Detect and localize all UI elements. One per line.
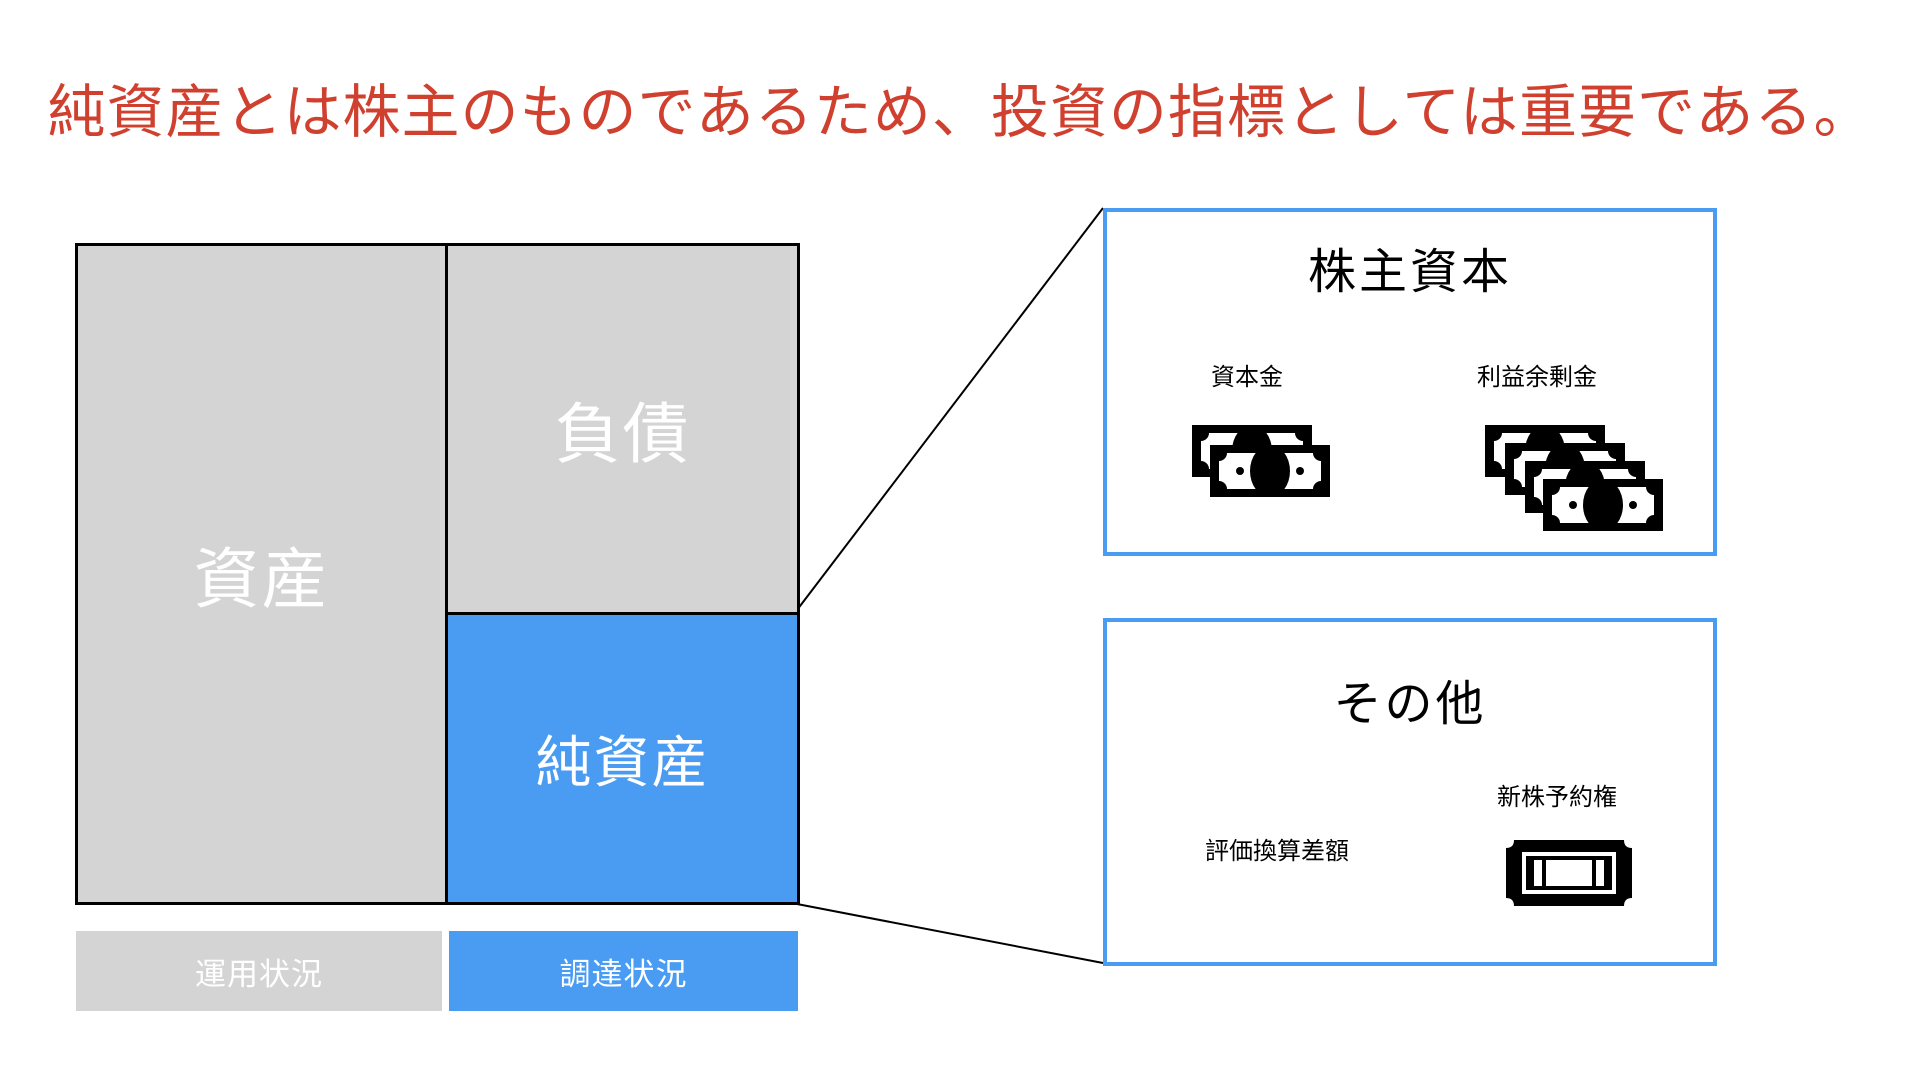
funding-caption-text: 調達状況 — [559, 956, 688, 993]
usage-caption: 運用状況 — [76, 931, 442, 1011]
shareholders-equity-title: 株主資本 — [1307, 244, 1512, 300]
other-panel: その他 評価換算差額 新株予約権 — [1103, 618, 1717, 966]
assets-block: 資産 — [75, 243, 448, 905]
liabilities-label: 負債 — [554, 396, 691, 473]
connector-line-bottom — [796, 903, 1104, 964]
shareholders-equity-panel: 株主資本 資本金 利益余剰金 — [1103, 208, 1717, 556]
capital-stock-label: 資本金 — [1211, 363, 1283, 391]
funding-caption: 調達状況 — [449, 931, 798, 1011]
banknote-stack-icon — [1192, 425, 1330, 497]
ticket-icon — [1506, 840, 1632, 906]
banknote-pile-icon — [1485, 425, 1663, 531]
net-assets-block: 純資産 — [445, 612, 800, 905]
valuation-label: 評価換算差額 — [1205, 837, 1349, 865]
headline: 純資産とは株主のものであるため、投資の指標としては重要である。 — [47, 78, 1873, 146]
liabilities-block: 負債 — [445, 243, 800, 615]
assets-label: 資産 — [193, 541, 330, 618]
connector-line-top — [796, 207, 1104, 611]
net-assets-label: 純資産 — [535, 731, 710, 796]
usage-caption-text: 運用状況 — [195, 956, 323, 993]
other-title: その他 — [1333, 676, 1487, 732]
warrants-label: 新株予約権 — [1497, 783, 1617, 811]
retained-earnings-label: 利益余剰金 — [1477, 363, 1597, 391]
